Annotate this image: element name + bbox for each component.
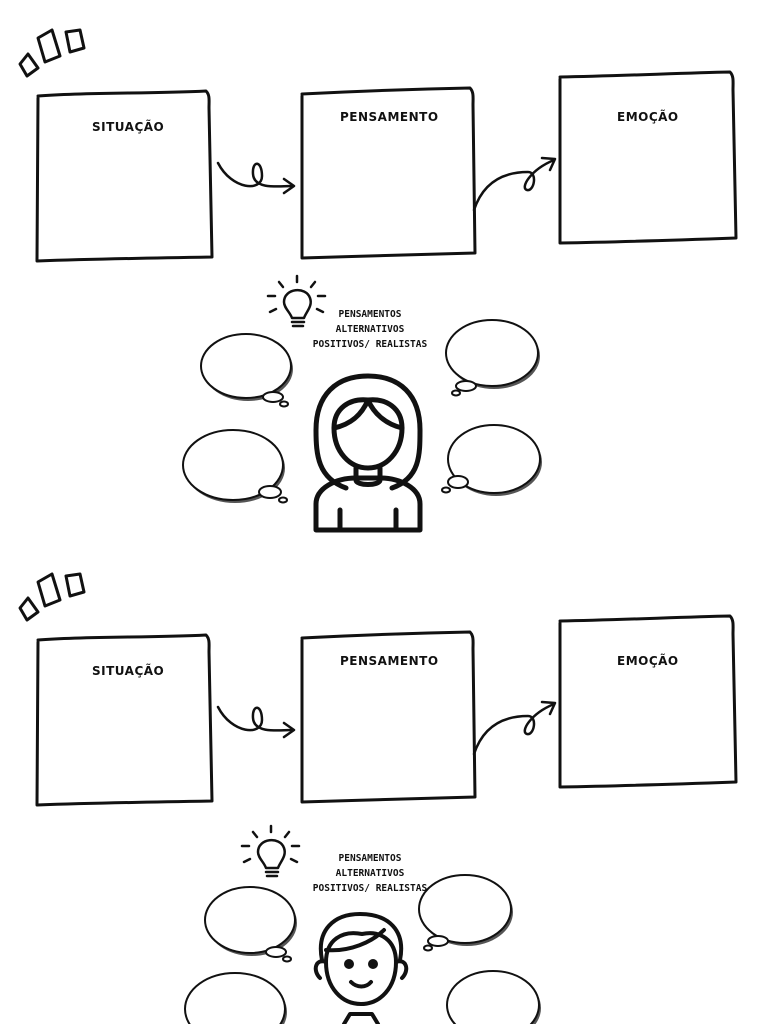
- emocao-label: EMOÇÃO: [617, 654, 679, 668]
- curly-arrow-icon: [472, 156, 557, 212]
- emocao-label: EMOÇÃO: [617, 110, 679, 124]
- thought-bubble-icon: [418, 874, 513, 952]
- thought-bubble-icon: [182, 429, 288, 504]
- box-pensamento: [300, 86, 477, 260]
- alternative-thoughts-label: PENSAMENTOS ALTERNATIVOS POSITIVOS/ REAL…: [295, 307, 445, 352]
- situacao-label: SITUAÇÃO: [92, 664, 165, 678]
- thought-bubble-icon: [441, 424, 542, 496]
- pensamento-label: PENSAMENTO: [340, 654, 439, 668]
- box-emocao: [558, 614, 738, 789]
- man-avatar-icon: [313, 912, 409, 1024]
- accent-marks-icon: [18, 572, 86, 622]
- box-situacao: [35, 89, 214, 263]
- alternative-thoughts-line-1: PENSAMENTOS: [338, 853, 402, 864]
- box-situacao: [35, 633, 214, 807]
- thought-bubble-icon: [204, 886, 297, 963]
- alternative-thoughts-line-2: ALTERNATIVOS: [335, 324, 405, 335]
- alternative-thoughts-line-3: POSITIVOS/ REALISTAS: [312, 883, 428, 894]
- box-emocao: [558, 70, 738, 245]
- curly-arrow-icon: [216, 705, 296, 739]
- thought-bubble-icon: [446, 970, 541, 1024]
- section-2: [18, 572, 738, 1024]
- alternative-thoughts-label: PENSAMENTOS ALTERNATIVOS POSITIVOS/ REAL…: [295, 851, 445, 896]
- accent-marks-icon: [18, 28, 86, 78]
- alternative-thoughts-line-2: ALTERNATIVOS: [335, 868, 405, 879]
- alternative-thoughts-line-3: POSITIVOS/ REALISTAS: [312, 339, 428, 350]
- situacao-label: SITUAÇÃO: [92, 120, 165, 134]
- lightbulb-icon: [266, 274, 327, 328]
- pensamento-label: PENSAMENTO: [340, 110, 439, 124]
- curly-arrow-icon: [216, 161, 296, 195]
- section-1: [18, 28, 738, 533]
- lightbulb-icon: [240, 824, 301, 878]
- thought-bubble-icon: [200, 333, 293, 408]
- woman-avatar-icon: [313, 373, 423, 533]
- thought-bubble-icon: [184, 972, 287, 1024]
- box-pensamento: [300, 630, 477, 804]
- alternative-thoughts-line-1: PENSAMENTOS: [338, 309, 402, 320]
- curly-arrow-icon: [472, 700, 557, 756]
- thought-bubble-icon: [445, 319, 540, 397]
